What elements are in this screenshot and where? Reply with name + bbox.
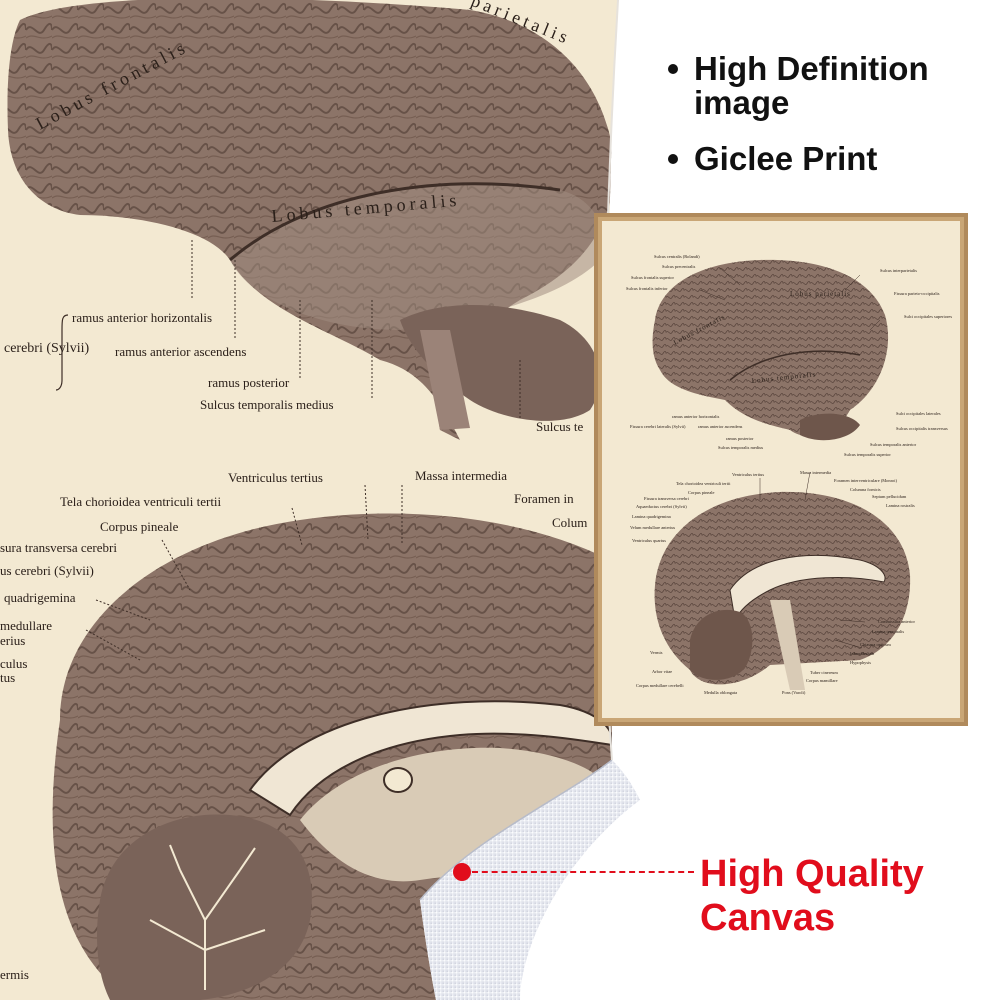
label-colum: Colum (552, 515, 587, 530)
label-sulcus-te: Sulcus te (536, 419, 584, 434)
poster-label-sulcus-centralis: Sulcus centralis (Rolandi) (654, 254, 700, 259)
framed-poster: Sulcus centralis (Rolandi) Sulcus precen… (594, 213, 968, 726)
poster-label-sulcus-temporalis-medius: Sulcus temporalis medius (718, 445, 763, 450)
poster-label-medulla-oblongata: Medulla oblongata (704, 690, 737, 695)
poster-label-columna-fornicis: Columna fornicis (850, 487, 881, 492)
poster-label-ventriculus-tertius: Ventriculus tertius (732, 472, 764, 477)
poster-label-sulci-occipitales-superiores: Sulci occipitales superiores (904, 314, 952, 319)
feature-text: Giclee Print (694, 140, 878, 177)
poster-label-corpus-pineale: Corpus pineale (688, 490, 715, 495)
poster-label-sulcus-occipitalis-transversus: Sulcus occipitalis transversus (896, 426, 948, 431)
poster-label-sulcus-interparietalis: Sulcus interparietalis (880, 268, 917, 273)
poster-label-septum-pellucidum: Septum pellucidum (872, 494, 907, 499)
poster-label-sulcus-temporalis-superior: Sulcus temporalis superior (844, 452, 891, 457)
poster-label-foramen-interventriculare: Foramen interventriculare (Monroi) (834, 478, 897, 483)
poster-label-hypophysis: Hypophysis (850, 660, 871, 665)
poster-label-fissura-transversa: Fissura transversa cerebri (644, 496, 690, 501)
poster-label-fissura-cerebri-lateralis: Fissura cerebri lateralis (Sylvii) (630, 424, 686, 429)
label-sura-transversa: sura transversa cerebri (0, 540, 117, 555)
poster-label-ramus-anterior-ascendens: ramus anterior ascendens (698, 424, 743, 429)
poster-label-lamina-quadrigemina: Lamina quadrigemina (632, 514, 671, 519)
label-ventriculus-tertius: Ventriculus tertius (228, 470, 323, 485)
poster-label-velum-medullare: Velum medullare anterius (630, 525, 675, 530)
poster-label-sulcus-temporalis-anterior: Sulcus temporalis anterior (870, 442, 917, 447)
poster-label-sulci-occipitales-laterales: Sulci occipitales laterales (896, 411, 941, 416)
label-us-cerebri-sylvii: us cerebri (Sylvii) (0, 563, 94, 578)
label-quadrigemina: quadrigemina (4, 590, 76, 605)
label-corpus-pineale: Corpus pineale (100, 519, 179, 534)
feature-item: High Definition image (666, 52, 986, 120)
poster-label-ventriculus-quartus: Ventriculus quartus (632, 538, 666, 543)
label-cerebri-sylvii: cerebri (Sylvii) (4, 341, 89, 356)
feature-text: High Definition image (694, 50, 929, 121)
poster-label-pons: Pons (Varoli) (782, 690, 806, 695)
canvas-quality-callout: High Quality Canvas (700, 853, 924, 939)
poster-label-arbor-vitae: Arbor vitae (652, 669, 672, 674)
label-tela-chorioidea: Tela chorioidea ventriculi tertii (60, 494, 222, 509)
poster-label-massa-intermedia: Massa intermedia (800, 470, 831, 475)
poster-label-vermis: Vermis (650, 650, 663, 655)
callout-dashed-line (472, 871, 694, 873)
feature-list: High Definition image Giclee Print (666, 52, 986, 198)
poster-label-ramus-anterior-horizontalis: ramus anterior horizontalis (672, 414, 720, 419)
poster-label-sulcus-precentralis: Sulcus precentralis (662, 264, 696, 269)
label-erius: erius (0, 633, 25, 648)
poster-label-infundibulum: Infundibulum (850, 651, 875, 656)
poster-label-tuber-cinereum: Tuber cinereum (810, 670, 838, 675)
poster-label-tela-chorioidea: Tela chorioidea ventriculi tertii (676, 481, 731, 486)
poster-label-commissura-anterior: Commissura anterior (878, 619, 915, 624)
callout-dot-icon (453, 863, 471, 881)
poster-label-aquaeductus: Aquaeductus cerebri (Sylvii) (636, 504, 687, 509)
label-medullare: medullare (0, 618, 52, 633)
poster-label-sulcus-frontalis-superior: Sulcus frontalis superior (631, 275, 674, 280)
label-massa-intermedia: Massa intermedia (415, 468, 507, 483)
poster-label-corpus-medullare-cerebelli: Corpus medullare cerebelli (636, 683, 684, 688)
bullet-dot-icon (668, 64, 678, 74)
poster-label-chiasma-opticum: Chiasma opticum (860, 642, 891, 647)
poster-label-lamina-rostralis: Lamina rostralis (886, 503, 915, 508)
poster-label-lobus-parietalis: Lobus parietalis (790, 290, 851, 298)
poster-label-corpus-mamillare: Corpus mamillare (806, 678, 838, 683)
label-ramus-anterior-horizontalis: ramus anterior horizontalis (72, 310, 212, 325)
label-ramus-posterior: ramus posterior (208, 375, 290, 390)
label-foramen-in: Foramen in (514, 491, 574, 506)
label-sulcus-temporalis-medius: Sulcus temporalis medius (200, 397, 334, 412)
label-culus: culus (0, 656, 27, 671)
bullet-dot-icon (668, 154, 678, 164)
label-ermis: ermis (0, 967, 29, 982)
feature-item: Giclee Print (666, 142, 986, 176)
poster-label-lamina-terminalis: Lamina terminalis (872, 629, 904, 634)
poster-label-fissura-parieto-occipitalis: Fissura parieto-occipitalis (894, 291, 940, 296)
poster-label-sulcus-frontalis-inferior: Sulcus frontalis inferior (626, 286, 668, 291)
poster-label-ramus-posterior: ramus posterior (726, 436, 754, 441)
label-tus: tus (0, 670, 15, 685)
label-ramus-anterior-ascendens: ramus anterior ascendens (115, 344, 246, 359)
